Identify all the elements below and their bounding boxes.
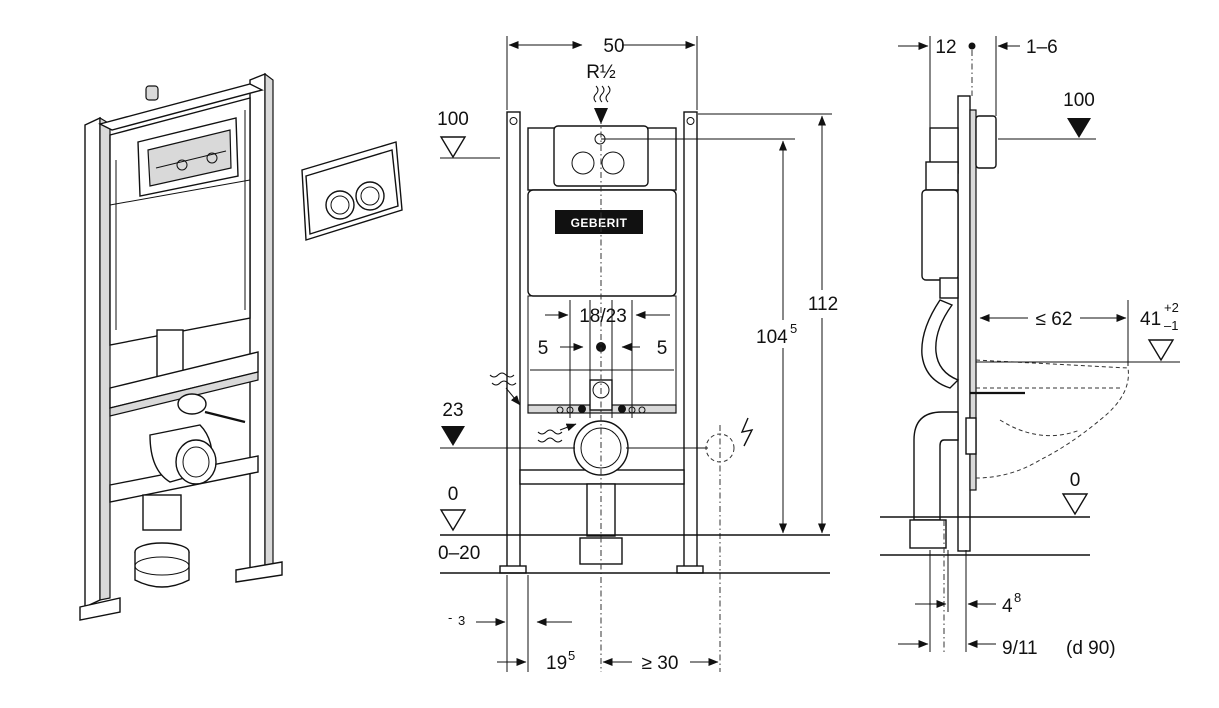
- level-top-label: 100: [437, 109, 469, 130]
- depth-top-right-label: 1–6: [1026, 37, 1058, 58]
- perspective-view: [79, 72, 403, 621]
- pipe-offset-value: 4: [1002, 596, 1013, 617]
- bowl-height-value: 41: [1140, 309, 1161, 330]
- pipe-offset-sup: 8: [1014, 590, 1021, 605]
- spacing-label: 18/23: [579, 306, 627, 327]
- side-level-floor-label: 0: [1070, 470, 1081, 491]
- floor-range-label: 0–20: [438, 543, 480, 564]
- height-cistern-label: 104 5: [756, 321, 797, 348]
- offset-bottom-value: 19: [546, 653, 567, 674]
- bowl-height-tol-minus: –1: [1164, 318, 1178, 333]
- bowl-depth-label: ≤ 62: [1036, 309, 1073, 330]
- level-floor-label: 0: [448, 484, 459, 505]
- offset-bottom-label: 19 5: [546, 648, 575, 674]
- foot-prefix: -: [448, 610, 452, 625]
- offset-electric-label: ≥ 30: [642, 653, 679, 674]
- bowl-height-tol-plus: +2: [1164, 300, 1179, 315]
- front-view: GEBERIT: [439, 36, 832, 672]
- bowl-height-label: 41 +2 –1: [1140, 300, 1179, 333]
- offset-left-label: 5: [538, 338, 549, 359]
- height-cistern-sup: 5: [790, 321, 797, 336]
- foot-label: - 3: [448, 610, 465, 628]
- pipe-offset-label: 4 8: [1002, 590, 1021, 617]
- side-level-top-label: 100: [1063, 90, 1095, 111]
- depth-top-label: 12: [935, 37, 956, 58]
- offset-bottom-sup: 5: [568, 648, 575, 663]
- height-cistern-value: 104: [756, 327, 788, 348]
- pipe-diameter-label: (d 90): [1066, 638, 1116, 659]
- connection-label: R½: [586, 62, 616, 83]
- dimension-width: 50: [603, 36, 624, 57]
- level-mid-label: 23: [442, 400, 463, 421]
- foot-value: 3: [458, 613, 465, 628]
- offset-right-label: 5: [657, 338, 668, 359]
- pipe-size-label: 9/11: [1002, 638, 1038, 659]
- brand-logo: GEBERIT: [571, 216, 628, 230]
- side-view: [880, 36, 1180, 652]
- height-total-label: 112: [808, 294, 838, 315]
